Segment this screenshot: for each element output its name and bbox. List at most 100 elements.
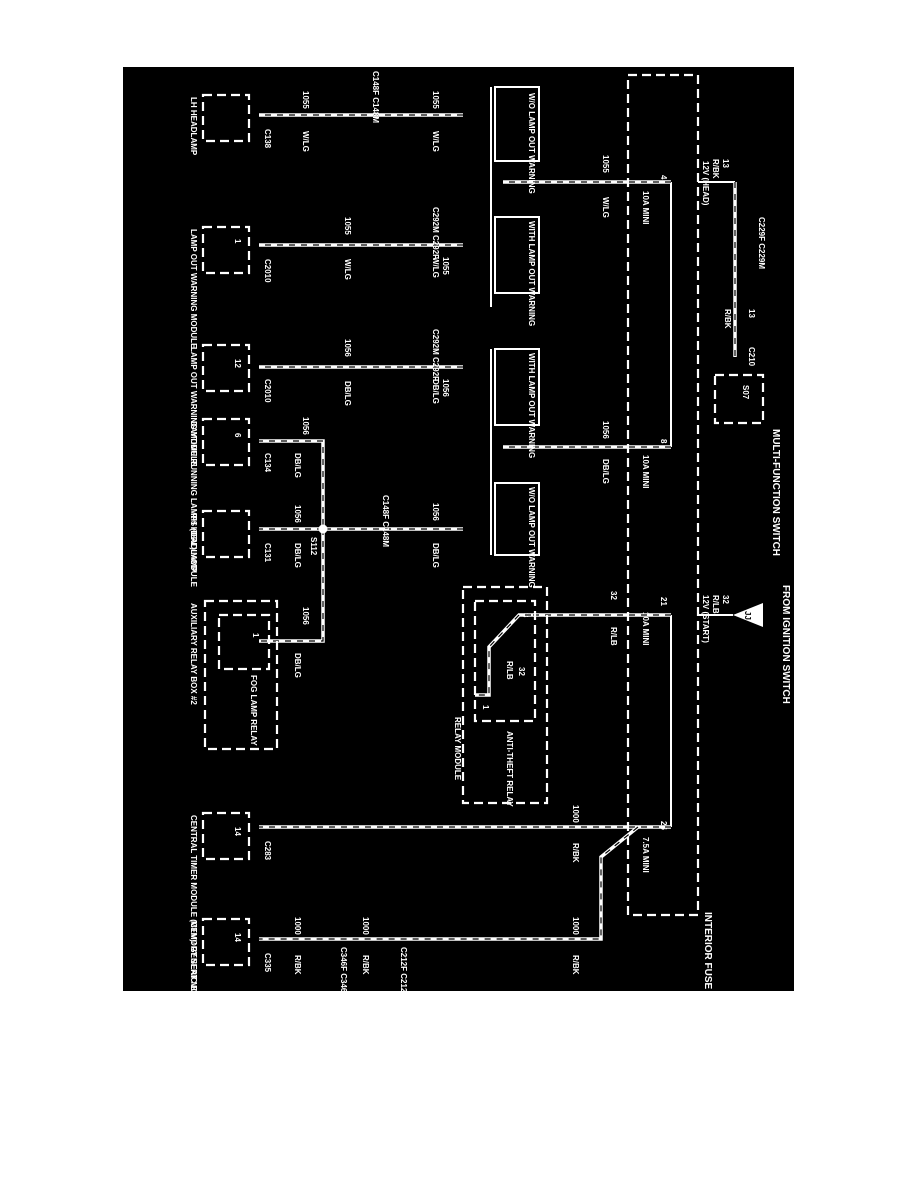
right-lowm-pin: 12 (233, 359, 242, 368)
wiring-diagram: INTERIOR FUSE PANEL JJ FROM IGNITION SWI… (123, 67, 794, 991)
left-with-box (494, 216, 540, 294)
memory-wire2-color: R/BK (361, 955, 370, 975)
lh-headlamp-c: C138 (263, 129, 272, 149)
rh-connector: C148F C148M (381, 495, 390, 547)
left-lowm-box (201, 225, 251, 275)
relay-inner-num: 32 (517, 667, 526, 676)
drl-box (201, 417, 251, 467)
rh-wire-color-upper: DB/LG (431, 543, 440, 568)
right-wo-box (494, 482, 540, 556)
fog-relay-stripe (259, 529, 324, 642)
ignition-supply-label: 12V (START) (701, 595, 710, 643)
right-lowm-wire-num-upper: 1056 (441, 379, 450, 397)
left-lowm-c: C2010 (263, 259, 272, 283)
lh-wire-color: W/LG (301, 131, 310, 152)
drl-c: C134 (263, 453, 272, 473)
ignition-title: FROM IGNITION SWITCH (780, 585, 791, 704)
ignition-connector-triangle (733, 603, 763, 627)
memory-wire-stripe (259, 826, 639, 940)
drl-wire-num: 1056 (301, 417, 310, 435)
memory-seat-box (201, 917, 251, 967)
left-wo-box (494, 86, 540, 162)
drl-wire-color: DB/LG (293, 453, 302, 478)
memory-pin: 14 (233, 933, 242, 942)
left-lowm-pin: 1 (233, 239, 242, 244)
fog-pin: 1 (251, 633, 260, 638)
drl-label: DAYTIME RUNNING LAMPS (DRL) MODULE (189, 421, 198, 588)
circuit-1055-color: W/LG (601, 197, 610, 218)
gem-label: CENTRAL TIMER MODULE (CTM)/ GENERIC ELEC… (189, 815, 198, 991)
head-supply-label: 12V (HEAD) (701, 161, 710, 206)
mfs-connector: C210 (747, 347, 756, 367)
fuse-4-num: 4 (659, 175, 668, 180)
fog-wire-num: 1056 (301, 607, 310, 625)
mfs-wire-num: 13 (747, 309, 756, 318)
right-lowm-wire-color: DB/LG (343, 381, 352, 406)
memory-seat-label: MEMORY SEAT MODULE (189, 921, 198, 991)
fuse-panel-title: INTERIOR FUSE PANEL (702, 912, 713, 991)
memory-wire3-num: 1000 (293, 917, 302, 935)
circuit-1056-color: DB/LG (601, 459, 610, 484)
gem-connector: C283 (263, 841, 272, 861)
rh-wire-num: 1056 (293, 505, 302, 523)
lh-headlamp-box (201, 93, 251, 143)
right-lowm-label: LAMP OUT WARNING MODULE (189, 347, 198, 467)
circuit-1056-num: 1056 (601, 421, 610, 439)
relay-wire-color: R/LB (609, 627, 618, 646)
wiring-diagram-svg: INTERIOR FUSE PANEL JJ FROM IGNITION SWI… (123, 67, 794, 991)
mfs-title: MULTI-FUNCTION SWITCH (770, 429, 781, 556)
relay-module-box (461, 585, 549, 805)
right-with-box (494, 348, 540, 426)
fuse-8-rating: 10A MINI (641, 455, 650, 489)
mfs-inline-connector: C229F C229M (757, 217, 766, 269)
mfs-component-box (713, 373, 765, 425)
left-lowm-label: LAMP OUT WARNING MODULE (189, 229, 198, 349)
lh-wire-num-upper: 1055 (431, 91, 440, 109)
rh-wire-num-upper: 1056 (431, 503, 440, 521)
aux-relay-box-2 (203, 599, 279, 751)
ignition-connector-label: JJ (743, 611, 752, 620)
relay-inner-color: R/LB (505, 661, 514, 680)
relay-wire-num: 32 (609, 591, 618, 600)
relay-module-label: RELAY MODULE (453, 717, 462, 781)
lh-connector: C148F C148M (371, 71, 380, 123)
fog-relay-box (217, 613, 271, 671)
mfs-wire-color: R/BK (723, 309, 732, 329)
rh-headlamp-c: C131 (263, 543, 272, 563)
splice-s112-dot (318, 524, 328, 534)
fuse-21-num: 21 (659, 597, 668, 606)
memory-conn1: C212F C212M (399, 947, 408, 991)
drl-pin: 6 (233, 433, 242, 438)
gem-pin: 14 (233, 827, 242, 836)
circuit-1055-num: 1055 (601, 155, 610, 173)
splice-s112: S112 (309, 537, 318, 556)
anti-theft-relay-box (473, 599, 537, 723)
fuse-4-rating: 10A MINI (641, 191, 650, 225)
left-with-box-label: WITH LAMP OUT WARNING (527, 221, 536, 326)
left-lowm-wire-color: W/LG (343, 259, 352, 280)
fuse-26-rating: 7.5A MINI (641, 837, 650, 873)
fog-wire-color: DB/LG (293, 653, 302, 678)
relay-inner-stripe (475, 614, 531, 696)
fuse-8-num: 8 (659, 439, 668, 444)
right-wo-box-label: W/O LAMP OUT WARNING (527, 487, 536, 588)
mfs-wire-color-top: R/BK (711, 159, 720, 179)
right-with-box-label: WITH LAMP OUT WARNING (527, 353, 536, 458)
gem-box (201, 811, 251, 861)
memory-wire-color: R/BK (571, 955, 580, 975)
lh-wire-num: 1055 (301, 91, 310, 109)
anti-theft-relay-label: ANTI-THEFT RELAY (505, 731, 514, 807)
memory-wire-num: 1000 (571, 917, 580, 935)
lh-headlamp-label: LH HEADLAMP (189, 97, 198, 156)
rh-headlamp-label: RH HEADLAMP (189, 513, 198, 573)
mfs-wire-num-top: 13 (721, 159, 730, 168)
left-lowm-connector: C292M C292F (431, 207, 440, 259)
gem-wire-color: R/BK (571, 843, 580, 863)
relay-pin-out: 1 (481, 705, 490, 710)
right-lowm-box (201, 343, 251, 393)
rh-headlamp-box (201, 509, 251, 559)
fuse-21-rating: 10A MINI (641, 612, 650, 646)
right-lowm-wire-color-upper: DB/LG (431, 379, 440, 404)
drl-wire-stripe (259, 440, 463, 530)
interior-fuse-panel-box (626, 73, 700, 917)
